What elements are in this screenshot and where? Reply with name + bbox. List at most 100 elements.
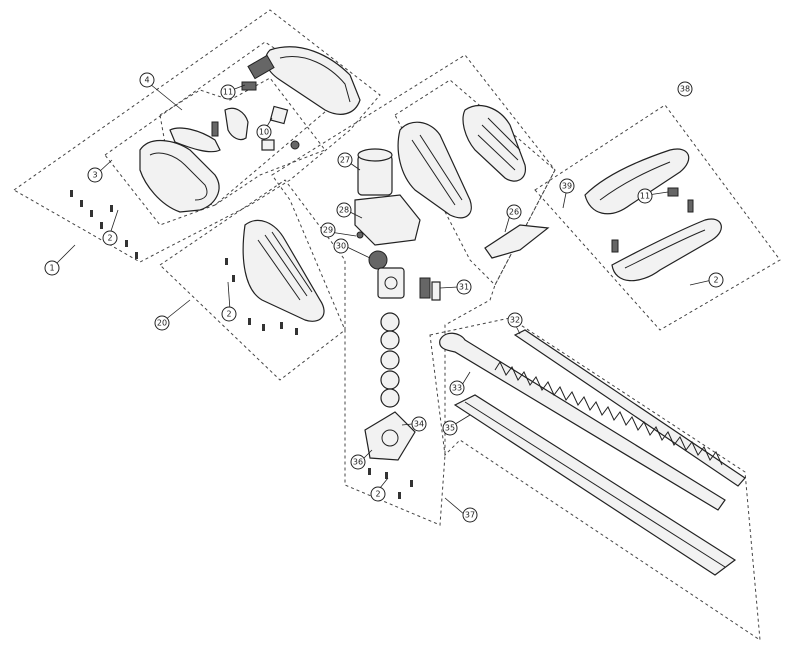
callout-11: 11 (637, 188, 653, 204)
callout-20: 20 (154, 315, 170, 331)
switch-plate (269, 105, 289, 125)
right-motor-housing (397, 121, 472, 219)
capacitor-31b (431, 281, 441, 301)
callout-label: 11 (223, 88, 233, 97)
callout-32: 32 (507, 312, 523, 328)
callout-11: 11 (220, 84, 236, 100)
blade-bar-33 (439, 332, 726, 511)
group-outline-38 (534, 104, 781, 331)
callout-37: 37 (462, 507, 478, 523)
microswitch (241, 81, 257, 91)
gear-cover-34 (364, 411, 416, 461)
spring-block (247, 54, 275, 80)
callout-label: 30 (336, 242, 346, 251)
callout-2: 2 (708, 272, 724, 288)
callout-28: 28 (336, 202, 352, 218)
capacitor-31 (419, 277, 431, 299)
callout-label: 4 (144, 76, 149, 85)
front-handle-lower-grip (624, 229, 706, 269)
group-outline-3 (104, 41, 346, 226)
callout-30: 30 (333, 238, 349, 254)
callout-label: 20 (157, 319, 167, 328)
callout-label: 36 (353, 458, 363, 467)
front-spring (687, 199, 694, 213)
callout-2: 2 (370, 486, 386, 502)
callout-label: 37 (465, 511, 475, 520)
callout-3: 3 (87, 167, 103, 183)
callout-label: 2 (226, 310, 231, 319)
blade-guide-inner (464, 401, 726, 568)
switch-body (261, 139, 275, 151)
callout-33: 33 (449, 380, 465, 396)
blade-teeth (494, 360, 723, 466)
group-outline-26 (394, 79, 556, 286)
gear-cover-hub (381, 429, 399, 447)
gear-plate-hub (384, 276, 398, 290)
callout-label: 38 (680, 85, 690, 94)
motor-27-top (357, 148, 393, 162)
callout-39: 39 (559, 178, 575, 194)
callout-label: 3 (92, 171, 97, 180)
callout-34: 34 (411, 416, 427, 432)
callout-label: 33 (452, 384, 462, 393)
rear-handle-housing (139, 140, 220, 213)
gear-3 (380, 350, 400, 370)
front-spring-2 (611, 239, 619, 253)
callout-4: 4 (139, 72, 155, 88)
callout-26: 26 (506, 204, 522, 220)
callout-label: 10 (259, 128, 269, 137)
front-handle-lower (611, 218, 722, 282)
gear-4 (380, 370, 400, 390)
gear-30 (368, 250, 388, 270)
washer-1 (380, 312, 400, 332)
spring-small (211, 121, 219, 137)
screws-group-20 (225, 258, 298, 335)
upper-housing-shell (265, 46, 361, 115)
gear-2 (380, 330, 400, 350)
upper-housing-inner (279, 56, 351, 103)
callout-label: 34 (414, 420, 424, 429)
callout-10: 10 (256, 124, 272, 140)
callout-label: 2 (107, 234, 112, 243)
housing-cover (462, 105, 527, 182)
housing-cover-stripes (477, 117, 521, 171)
front-handle-upper (584, 148, 690, 215)
callout-35: 35 (442, 420, 458, 436)
front-handle-upper-grip (599, 161, 671, 201)
callout-label: 2 (375, 490, 380, 499)
base-cover-26 (484, 224, 550, 259)
gearbox-28 (354, 194, 421, 246)
callout-label: 27 (340, 156, 350, 165)
rear-handle-grip (149, 152, 208, 201)
blade-guard-32 (513, 329, 746, 487)
callout-label: 32 (510, 316, 520, 325)
callout-label: 2 (713, 276, 718, 285)
left-housing-ribs (257, 231, 313, 301)
callout-label: 1 (49, 264, 54, 273)
gear-5 (380, 388, 400, 408)
group-outline-37 (271, 54, 556, 526)
trigger-lever (224, 107, 249, 141)
bearing-29 (356, 231, 364, 239)
left-motor-housing (242, 219, 325, 322)
switch-knob (290, 140, 300, 150)
front-switch (667, 187, 679, 197)
callout-27: 27 (337, 152, 353, 168)
callout-label: 35 (445, 424, 455, 433)
screws-group-37 (368, 468, 413, 499)
callout-label: 11 (640, 192, 650, 201)
callout-label: 29 (323, 226, 333, 235)
callout-36: 36 (350, 454, 366, 470)
callout-2: 2 (102, 230, 118, 246)
callout-31: 31 (456, 279, 472, 295)
callout-label: 31 (459, 283, 469, 292)
callout-29: 29 (320, 222, 336, 238)
right-housing-ribs (411, 134, 463, 206)
gear-plate (377, 267, 405, 299)
callout-label: 28 (339, 206, 349, 215)
callout-1: 1 (44, 260, 60, 276)
screws-group-1 (70, 190, 138, 259)
callout-label: 39 (562, 182, 572, 191)
callout-label: 26 (509, 208, 519, 217)
